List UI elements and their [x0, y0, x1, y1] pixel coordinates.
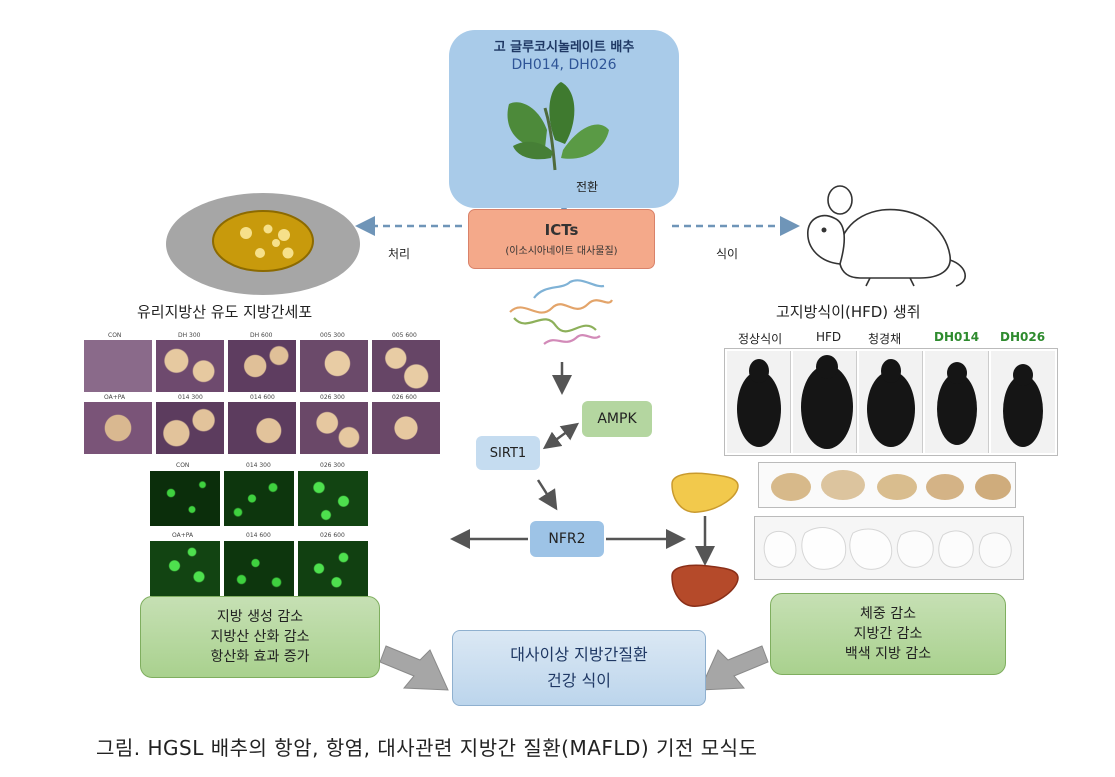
healthy-liver-icon — [671, 564, 739, 607]
micro-label: 014 600 — [250, 394, 275, 401]
mouse-effect-3: 백색 지방 감소 — [844, 646, 932, 662]
adipose-photo-strip — [754, 516, 1024, 580]
sirt-nfr2-arrow — [536, 479, 558, 511]
ampk-sirt-arrow — [542, 427, 573, 450]
micro-label: 005 300 — [320, 332, 345, 339]
icts-subtitle: (이소시아네이트 대사물질) — [505, 246, 618, 257]
adipose-photos — [763, 527, 1012, 570]
micro-label: 026 300 — [320, 394, 345, 401]
figure-caption: 그림. HGSL 배추의 항암, 항염, 대사관련 지방간 질환(MAFLD) … — [96, 736, 758, 760]
group-label-bokchoy: 청경채 — [868, 332, 902, 346]
fatty-liver-icon — [671, 472, 739, 513]
icts-box: ICTs (이소시아네이트 대사물질) — [468, 209, 655, 269]
group-label-dh026: DH026 — [1000, 330, 1046, 344]
fluor-label: 014 300 — [246, 462, 271, 469]
cabbage-leaf-icon — [507, 82, 609, 171]
cell-effects-box: 지방 생성 감소 지방산 산화 감소 항산화 효과 증가 — [140, 596, 380, 678]
group-label-hfd: HFD — [816, 330, 842, 344]
micro-label: 005 600 — [392, 332, 417, 339]
center-line-2: 건강 식이 — [547, 671, 611, 690]
source-title: 고 글루코시놀레이트 배추 — [493, 40, 635, 55]
center-line-1: 대사이상 지방간질환 — [510, 645, 648, 664]
mouse-title: 고지방식이(HFD) 생쥐 — [776, 303, 921, 321]
group-label-dh014: DH014 — [934, 330, 980, 344]
liver-photo-strip — [758, 462, 1016, 508]
cell-title: 유리지방산 유도 지방간세포 — [137, 303, 313, 321]
mouse-effect-2: 지방간 감소 — [853, 626, 923, 642]
right-block-arrow — [699, 645, 769, 691]
liver-photos — [771, 470, 1011, 501]
micro-label: CON — [108, 332, 122, 339]
micro-label: DH 300 — [178, 332, 201, 339]
icts-title: ICTs — [544, 221, 579, 239]
micro-label: 014 300 — [178, 394, 203, 401]
fluor-label: 026 600 — [320, 532, 345, 539]
mouse-effects-box: 체중 감소 지방간 감소 백색 지방 감소 — [770, 593, 1006, 675]
molecule-structure-icon — [509, 279, 613, 345]
micro-label: 026 600 — [392, 394, 417, 401]
nfr2-label: NFR2 — [548, 531, 586, 547]
fluor-label: 014 600 — [246, 532, 271, 539]
diet-label: 식이 — [716, 247, 739, 261]
mouse-icon — [807, 185, 966, 287]
nfr2-node: NFR2 — [530, 521, 604, 557]
micrograph-grid: CON DH 300 DH 600 005 300 005 600 OA+PA … — [84, 332, 440, 454]
fluor-label: OA+PA — [172, 532, 194, 539]
convert-label: 전환 — [576, 180, 599, 194]
petri-dish-icon — [166, 193, 360, 295]
sirt1-label: SIRT1 — [489, 445, 527, 461]
cell-effect-3: 항산화 효과 증가 — [210, 649, 310, 665]
micro-label: OA+PA — [104, 394, 126, 401]
sirt1-node: SIRT1 — [476, 436, 540, 470]
group-label-normal: 정상식이 — [738, 332, 783, 346]
source-varieties: DH014, DH026 — [511, 57, 617, 73]
mouse-effect-1: 체중 감소 — [860, 606, 916, 622]
ampk-node: AMPK — [582, 401, 652, 437]
treat-label: 처리 — [388, 247, 411, 261]
mouse-silhouettes — [737, 355, 1043, 449]
cell-effect-2: 지방산 산화 감소 — [210, 629, 310, 645]
fluorescence-grid: CON 014 300 026 300 OA+PA 014 600 026 60… — [150, 462, 368, 596]
ampk-label: AMPK — [597, 411, 637, 427]
center-outcome-box: 대사이상 지방간질환 건강 식이 — [452, 630, 706, 706]
left-block-arrow — [379, 645, 449, 691]
micro-label: DH 600 — [250, 332, 273, 339]
mouse-photo-strip — [724, 348, 1058, 456]
fluor-label: 026 300 — [320, 462, 345, 469]
cell-effect-1: 지방 생성 감소 — [216, 609, 304, 625]
fluor-label: CON — [176, 462, 190, 469]
